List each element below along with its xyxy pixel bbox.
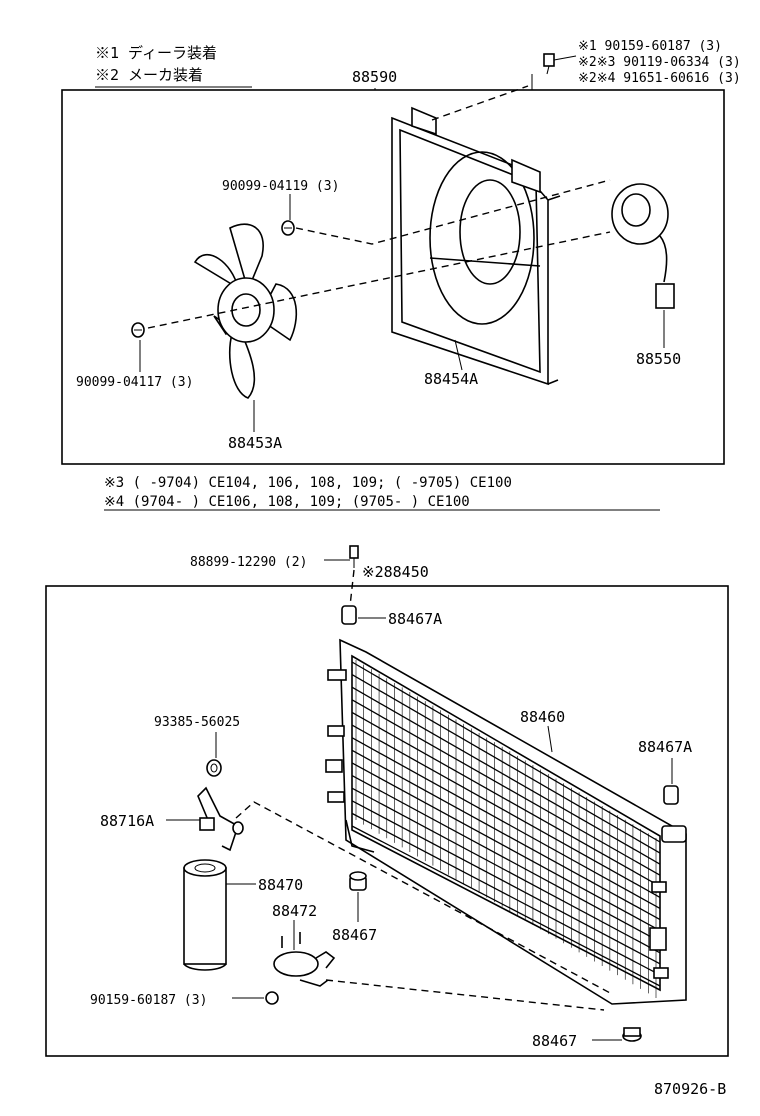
cushion-mid-label: 88467 bbox=[332, 926, 377, 944]
bolt-ref-3: ※2※4 91651-60616 (3) bbox=[578, 71, 741, 86]
condenser-tube bbox=[351, 787, 661, 954]
condenser-tube bbox=[351, 686, 661, 865]
dash-line-upper bbox=[295, 179, 611, 245]
condenser-tube bbox=[351, 774, 661, 943]
fan-label: 88453A bbox=[228, 434, 282, 452]
cushion-mid-icon bbox=[349, 871, 367, 891]
condenser-tube bbox=[351, 737, 661, 910]
condenser bbox=[325, 638, 687, 1005]
dash-line-bolt bbox=[431, 85, 529, 121]
condenser-tube bbox=[351, 724, 661, 898]
bottom-section-frame bbox=[45, 585, 729, 1057]
note-3: ※3 ( -9704) CE104, 106, 108, 109; ( -970… bbox=[104, 475, 512, 491]
screw-upper-icon bbox=[281, 220, 295, 236]
legend-line-1: ※1 ディーラ装着 bbox=[95, 44, 217, 62]
oring-icon bbox=[206, 759, 222, 777]
screw-lower-label: 90099-04117 (3) bbox=[76, 375, 193, 390]
dash-line-bracket bbox=[325, 979, 605, 1011]
fan-motor bbox=[611, 183, 675, 309]
bracket-label: 88472 bbox=[272, 902, 317, 920]
cushion-bottom-icon bbox=[622, 1027, 642, 1042]
screw-lower-icon bbox=[131, 322, 145, 338]
motor-label: 88550 bbox=[636, 350, 681, 368]
condenser-tube bbox=[351, 800, 661, 965]
condenser-tube bbox=[351, 674, 661, 854]
condenser-tube bbox=[351, 762, 661, 932]
condenser-tube bbox=[351, 749, 661, 921]
cushion-right-label: 88467A bbox=[638, 738, 692, 756]
bolt-label-88899: 88899-12290 (2) bbox=[190, 555, 307, 570]
oring-label: 93385-56025 bbox=[154, 715, 240, 730]
receiver-label: 88470 bbox=[258, 876, 303, 894]
dash-line-pipe bbox=[235, 801, 613, 995]
cushion-right-icon bbox=[663, 785, 679, 805]
bolt-top-icon bbox=[324, 545, 359, 568]
screw-bottom-label: 90159-60187 (3) bbox=[90, 993, 207, 1008]
assembly-label-88590: 88590 bbox=[352, 68, 397, 86]
pipe-icon bbox=[197, 786, 244, 852]
cushion-upper-label: 88467A bbox=[388, 610, 442, 628]
bolt-icon bbox=[543, 53, 577, 75]
cushion-upper-icon bbox=[341, 605, 357, 625]
shroud-label: 88454A bbox=[424, 370, 478, 388]
pipe-label: 88716A bbox=[100, 812, 154, 830]
note-4: ※4 (9704- ) CE106, 108, 109; (9705- ) CE… bbox=[104, 494, 470, 510]
drawing-code: 870926-B bbox=[654, 1080, 726, 1098]
cushion-bottom-label: 88467 bbox=[532, 1032, 577, 1050]
condenser-leader bbox=[547, 725, 553, 753]
screw-upper-label: 90099-04119 (3) bbox=[222, 179, 339, 194]
condenser-tube bbox=[351, 812, 661, 976]
legend-line-2: ※2 メーカ装着 bbox=[95, 66, 203, 84]
dash-bolt-down bbox=[349, 569, 355, 607]
condenser-label: 88460 bbox=[520, 708, 565, 726]
shroud-leader bbox=[454, 339, 463, 371]
fan-blade bbox=[193, 223, 297, 399]
screw-bottom-icon bbox=[265, 991, 279, 1005]
top-section-frame bbox=[61, 89, 725, 465]
condenser-tube bbox=[351, 825, 661, 987]
bracket-icon bbox=[273, 932, 336, 987]
fan-shroud bbox=[391, 106, 561, 386]
dash-line-lower bbox=[147, 231, 611, 329]
assembly-label-88450: ※288450 bbox=[362, 563, 429, 581]
bolt-ref-2: ※2※3 90119-06334 (3) bbox=[578, 55, 741, 70]
condenser-tube bbox=[351, 711, 661, 887]
bolt-ref-1: ※1 90159-60187 (3) bbox=[578, 39, 722, 54]
condenser-tube bbox=[351, 699, 661, 876]
receiver-dryer bbox=[183, 859, 227, 971]
condenser-tube bbox=[351, 661, 661, 843]
